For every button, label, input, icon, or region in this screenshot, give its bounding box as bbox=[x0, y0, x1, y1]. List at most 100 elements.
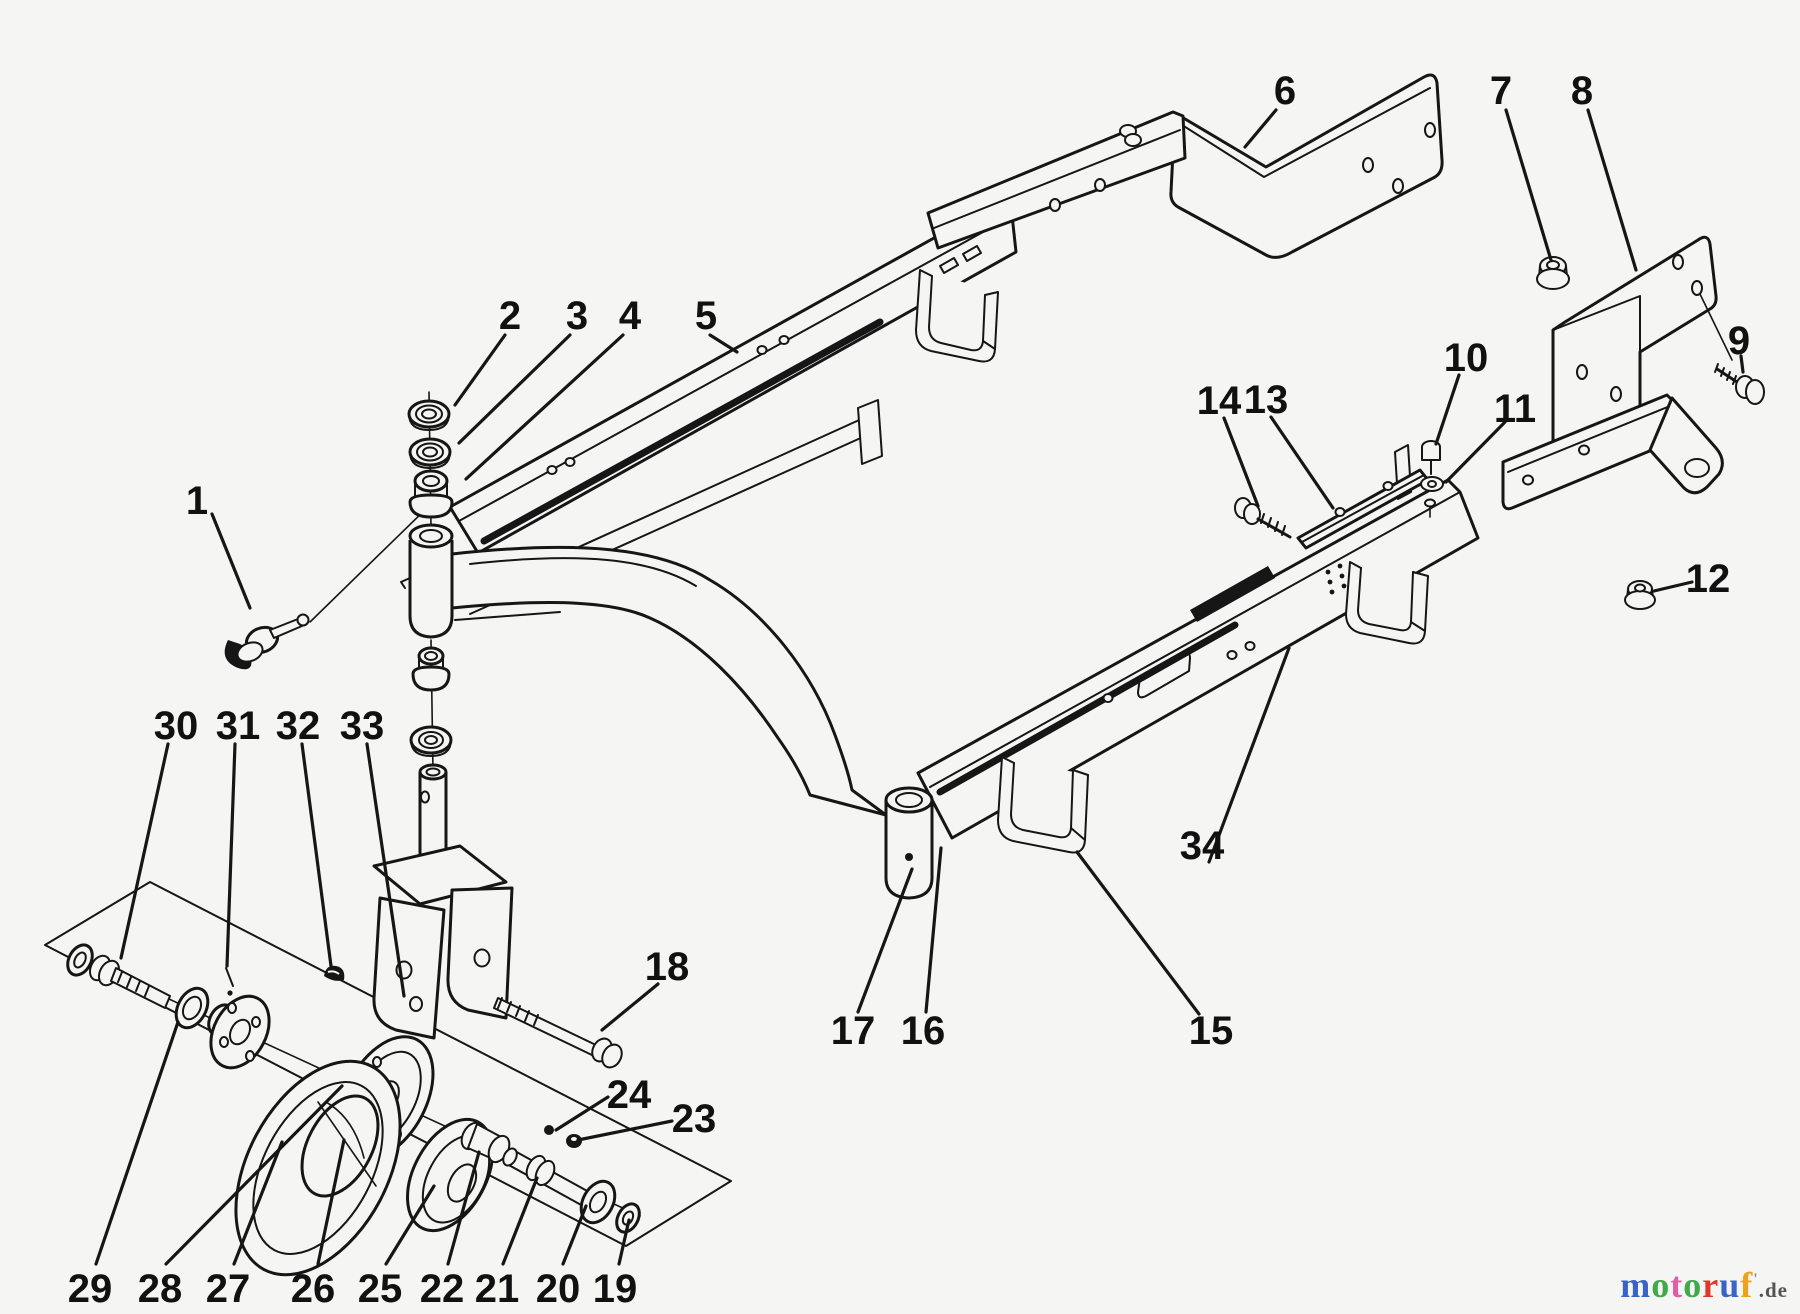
callout-27: 27 bbox=[206, 1267, 251, 1311]
callout-25: 25 bbox=[358, 1267, 403, 1311]
watermark-tick: ' bbox=[1753, 1271, 1759, 1288]
callout-5: 5 bbox=[695, 294, 717, 338]
callout-34: 34 bbox=[1180, 824, 1225, 868]
watermark-letter: u bbox=[1719, 1265, 1741, 1305]
callout-14: 14 bbox=[1197, 379, 1242, 423]
callout-2: 2 bbox=[499, 294, 521, 338]
leader-33 bbox=[365, 742, 406, 998]
caster-wheel-assembly bbox=[66, 943, 641, 1277]
detent-ball-24 bbox=[544, 1125, 554, 1135]
leader-4 bbox=[464, 333, 625, 481]
leader-10 bbox=[1434, 373, 1461, 446]
frame-hanger-bracket-right bbox=[1345, 561, 1429, 645]
lower-bushing bbox=[411, 646, 451, 692]
bolt-10-washer-11 bbox=[1420, 440, 1444, 518]
wheel-hub-31 bbox=[207, 967, 271, 1070]
bumper-plate bbox=[1169, 73, 1444, 259]
carriage-bolt-head bbox=[1119, 124, 1142, 147]
leader-27 bbox=[232, 1140, 284, 1266]
axle-shaft-21 bbox=[502, 1147, 590, 1207]
leader-16 bbox=[924, 846, 943, 1014]
flat-washer-19 bbox=[615, 1202, 641, 1234]
callout-26: 26 bbox=[291, 1267, 336, 1311]
leader-32 bbox=[300, 742, 333, 968]
leader-31 bbox=[225, 742, 237, 968]
lower-flanged-washer bbox=[409, 725, 453, 757]
callout-32: 32 bbox=[276, 704, 321, 748]
leader-24 bbox=[554, 1095, 610, 1132]
callout-8: 8 bbox=[1571, 69, 1593, 113]
leader-21 bbox=[501, 1176, 539, 1266]
bumper-plate-assembly bbox=[926, 73, 1444, 259]
rail-perf-dots bbox=[1325, 563, 1347, 595]
leader-2 bbox=[453, 333, 507, 407]
callout-1: 1 bbox=[186, 479, 208, 523]
callout-3: 3 bbox=[566, 294, 588, 338]
leader-26 bbox=[316, 1138, 346, 1266]
callout-30: 30 bbox=[154, 704, 199, 748]
leader-12 bbox=[1652, 580, 1694, 593]
callout-31: 31 bbox=[216, 704, 261, 748]
callout-28: 28 bbox=[138, 1267, 183, 1311]
leader-19 bbox=[617, 1218, 631, 1266]
hex-bolt-14 bbox=[1234, 497, 1292, 539]
leader-6 bbox=[1243, 108, 1278, 149]
rail-label-plate bbox=[1137, 651, 1191, 699]
callout-12: 12 bbox=[1686, 557, 1731, 601]
callout-16: 16 bbox=[901, 1009, 946, 1053]
leader-11 bbox=[1444, 420, 1507, 484]
tire-26-27 bbox=[234, 1059, 402, 1277]
flat-washer-29 bbox=[66, 943, 94, 977]
callout-24: 24 bbox=[607, 1073, 652, 1117]
swing-arm bbox=[450, 545, 888, 817]
leader-29 bbox=[94, 1020, 180, 1266]
bushing-4 bbox=[408, 469, 454, 519]
callout-9: 9 bbox=[1728, 319, 1750, 363]
callout-23: 23 bbox=[672, 1097, 717, 1141]
leader-28 bbox=[164, 1084, 344, 1266]
leader-15 bbox=[1075, 850, 1201, 1016]
leader-18 bbox=[600, 982, 660, 1032]
leader-13 bbox=[1269, 415, 1335, 510]
leader-30 bbox=[119, 742, 170, 960]
watermark-logo: motoruf'.de bbox=[1620, 1264, 1788, 1306]
dust-cap-32 bbox=[324, 965, 345, 981]
leader-1 bbox=[210, 512, 252, 610]
frame-hanger-bracket-15 bbox=[997, 756, 1089, 854]
callout-29: 29 bbox=[68, 1267, 113, 1311]
leader-14 bbox=[1222, 416, 1260, 508]
callout-20: 20 bbox=[536, 1267, 581, 1311]
watermark-letter: f bbox=[1740, 1265, 1754, 1305]
watermark-letter: r bbox=[1702, 1265, 1720, 1305]
leader-8 bbox=[1586, 108, 1638, 272]
watermark-letter: o bbox=[1651, 1265, 1671, 1305]
leader-25 bbox=[384, 1184, 436, 1266]
leader-23 bbox=[576, 1119, 674, 1142]
rear-frame-rail bbox=[916, 440, 1480, 854]
bearing-28a bbox=[174, 986, 210, 1030]
callout-6: 6 bbox=[1274, 69, 1296, 113]
axle-bolt-18 bbox=[493, 997, 623, 1069]
flanged-washer-2 bbox=[407, 399, 451, 431]
callout-13: 13 bbox=[1244, 378, 1289, 422]
hex-bolt-9 bbox=[1714, 363, 1765, 405]
hex-bolt-30 bbox=[88, 954, 171, 1009]
leader-5 bbox=[708, 333, 739, 354]
leader-3 bbox=[457, 333, 572, 445]
hitch-bar bbox=[1501, 393, 1724, 511]
callout-15: 15 bbox=[1189, 1009, 1234, 1053]
bearing-washer-20 bbox=[579, 1179, 617, 1225]
callout-33: 33 bbox=[340, 704, 385, 748]
pivot-washer-stack bbox=[407, 399, 454, 757]
leader-7 bbox=[1504, 108, 1553, 262]
caster-fork bbox=[372, 763, 623, 1069]
callout-19: 19 bbox=[593, 1267, 638, 1311]
rail-hanger-bracket bbox=[915, 269, 999, 363]
leader-20 bbox=[561, 1204, 588, 1266]
callout-21: 21 bbox=[475, 1267, 520, 1311]
callout-7: 7 bbox=[1490, 69, 1512, 113]
leader-34 bbox=[1207, 646, 1291, 864]
callout-17: 17 bbox=[831, 1009, 876, 1053]
callout-4: 4 bbox=[619, 294, 642, 338]
